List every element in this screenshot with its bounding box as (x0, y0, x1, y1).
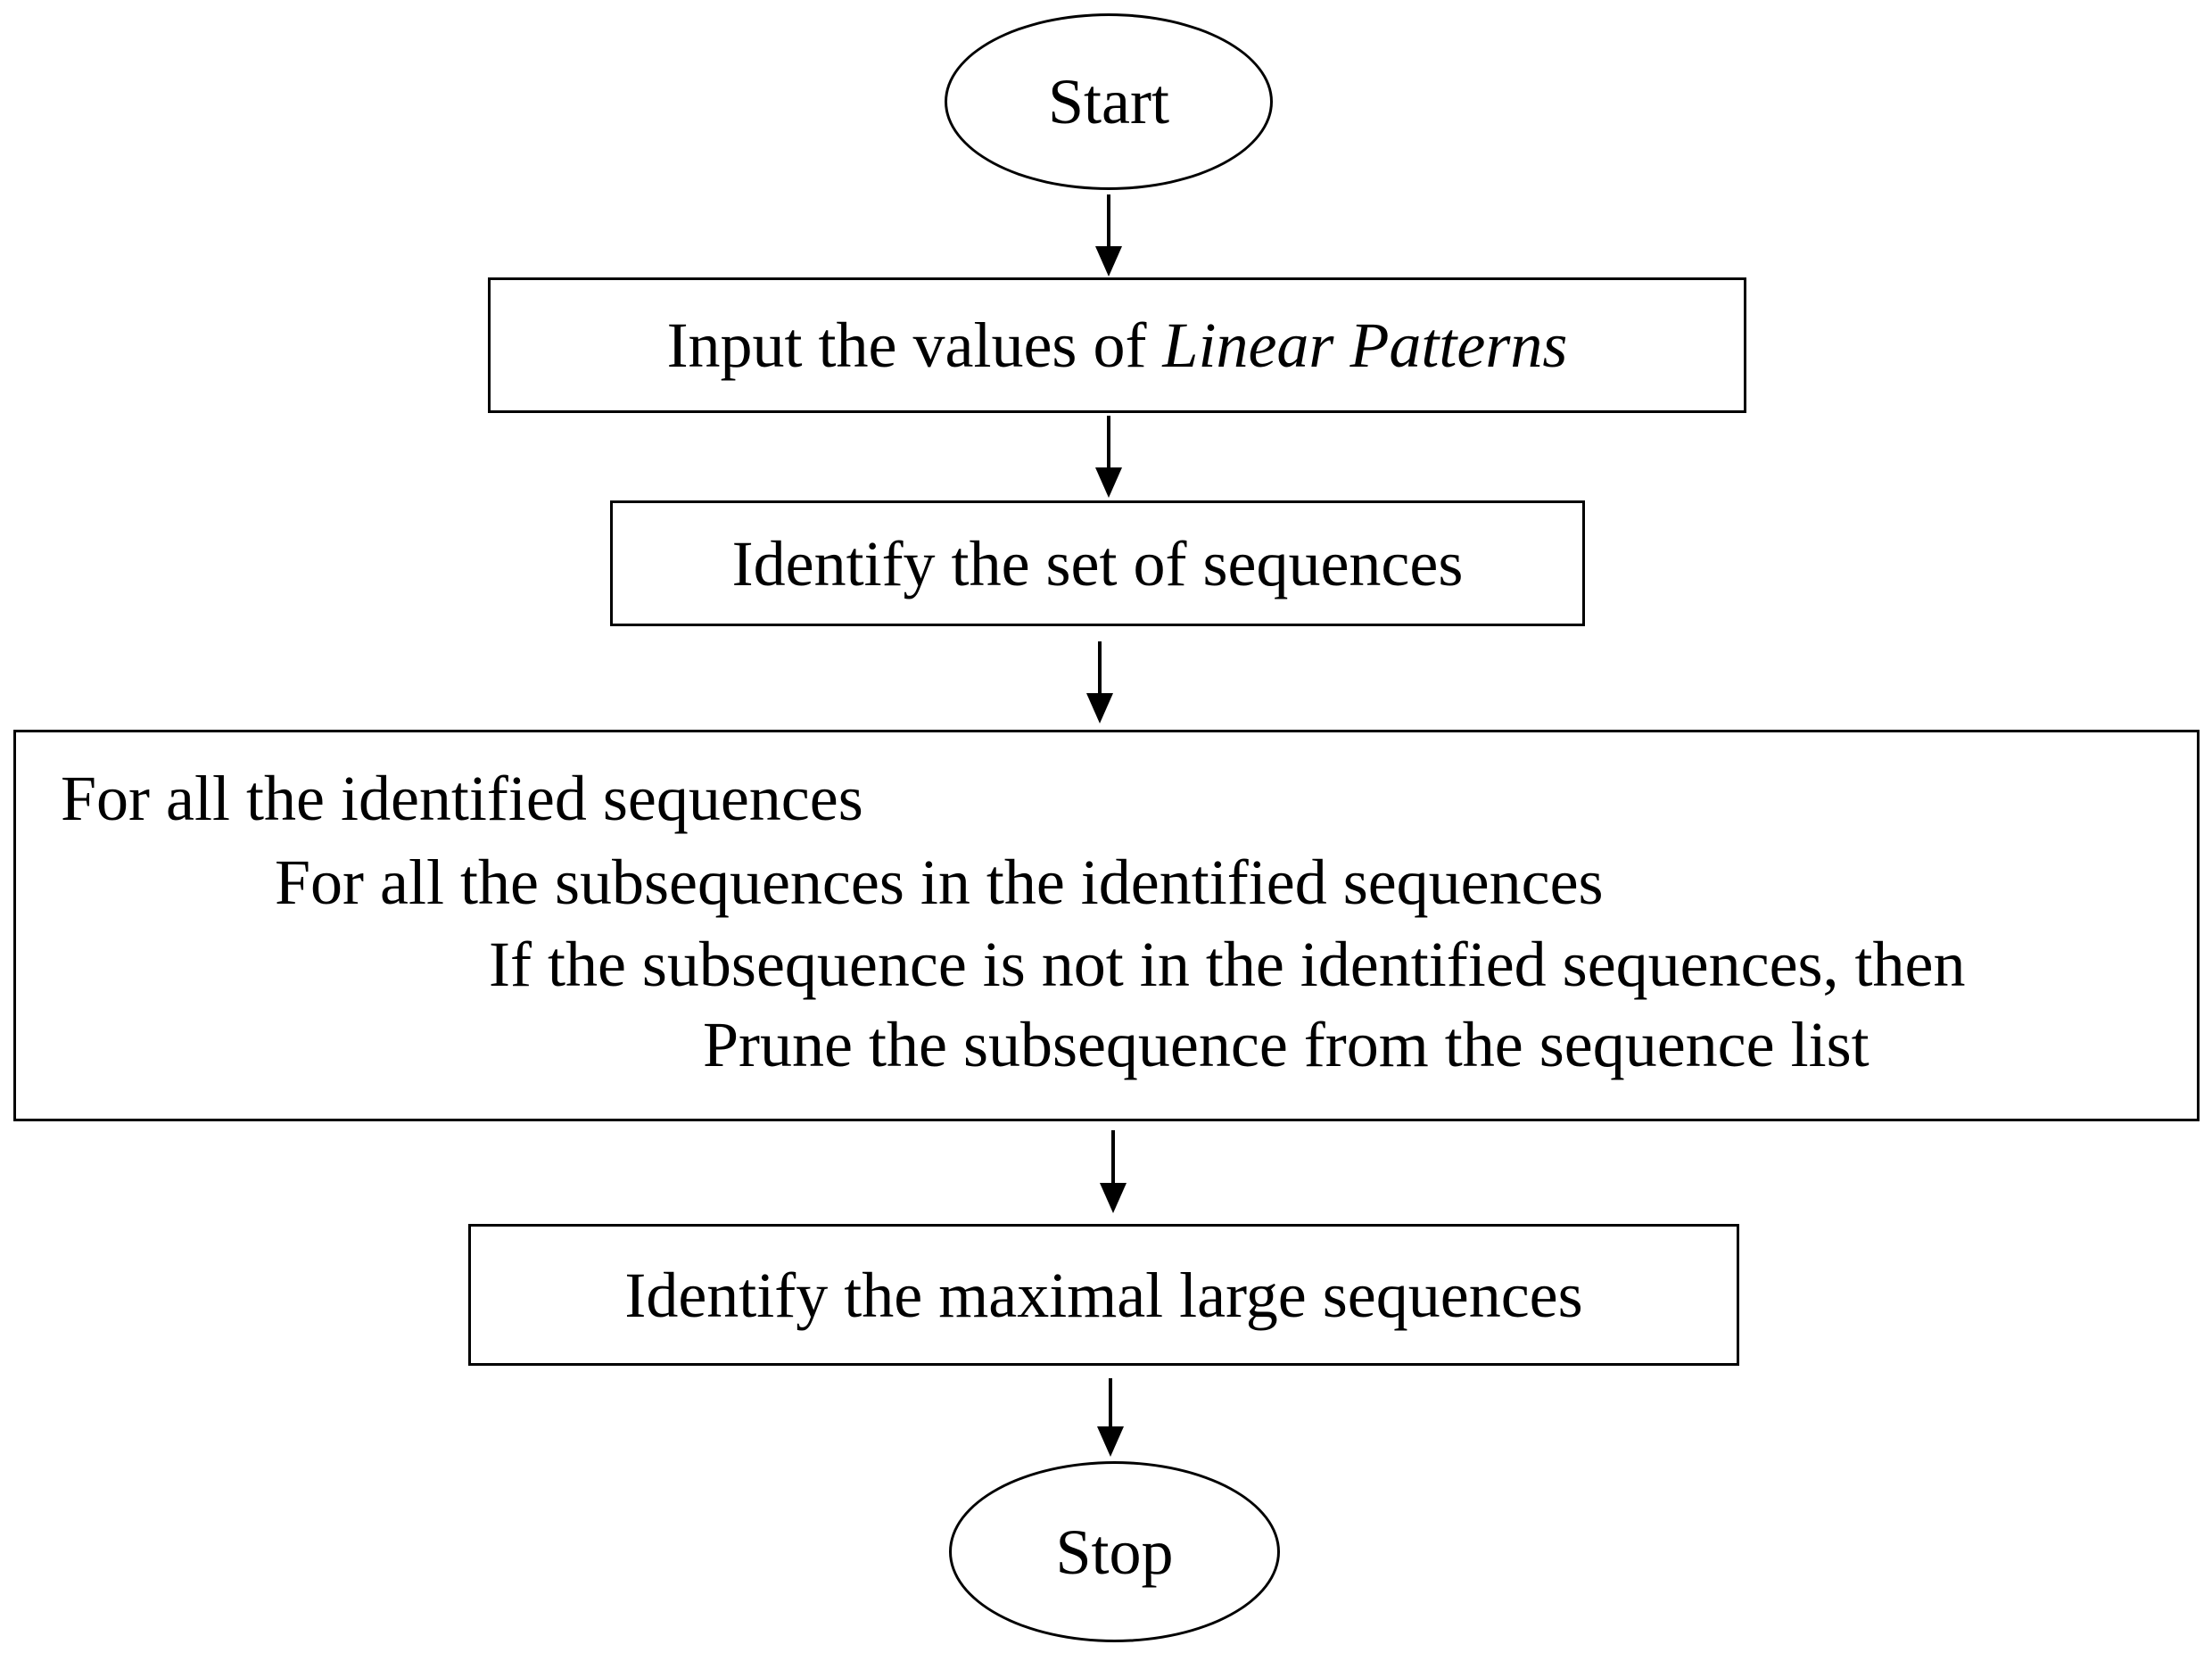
loop-line-3: If the subsequence is not in the identif… (489, 929, 1966, 1000)
identify-set-label: Identify the set of sequences (731, 527, 1464, 599)
linear-patterns-emphasis: Linear Patterns (1162, 310, 1568, 381)
loop-line-4: Prune the subsequence from the sequence … (703, 1009, 1869, 1080)
loop-line-2: For all the subsequences in the identifi… (275, 847, 1604, 918)
start-label: Start (1048, 66, 1169, 137)
identify-set-process-box: Identify the set of sequences (610, 500, 1585, 626)
arrowhead-1 (1095, 246, 1122, 277)
stop-terminal: Stop (949, 1461, 1280, 1642)
loop-line-1: For all the identified sequences (61, 763, 863, 834)
identify-maximal-process-box: Identify the maximal large sequences (468, 1224, 1739, 1366)
arrowhead-5 (1097, 1426, 1124, 1457)
arrowhead-2 (1095, 467, 1122, 498)
input-process-box: Input the values of Linear Patterns (488, 277, 1746, 413)
input-label: Input the values of Linear Patterns (667, 313, 1568, 377)
input-label-text: Input the values of (666, 310, 1163, 381)
start-terminal: Start (945, 13, 1273, 190)
arrowhead-3 (1086, 693, 1113, 723)
identify-maximal-label: Identify the maximal large sequences (624, 1259, 1583, 1331)
arrowhead-4 (1100, 1183, 1127, 1213)
pruning-loop-box: For all the identified sequences For all… (13, 730, 2200, 1121)
stop-label: Stop (1055, 1516, 1174, 1588)
